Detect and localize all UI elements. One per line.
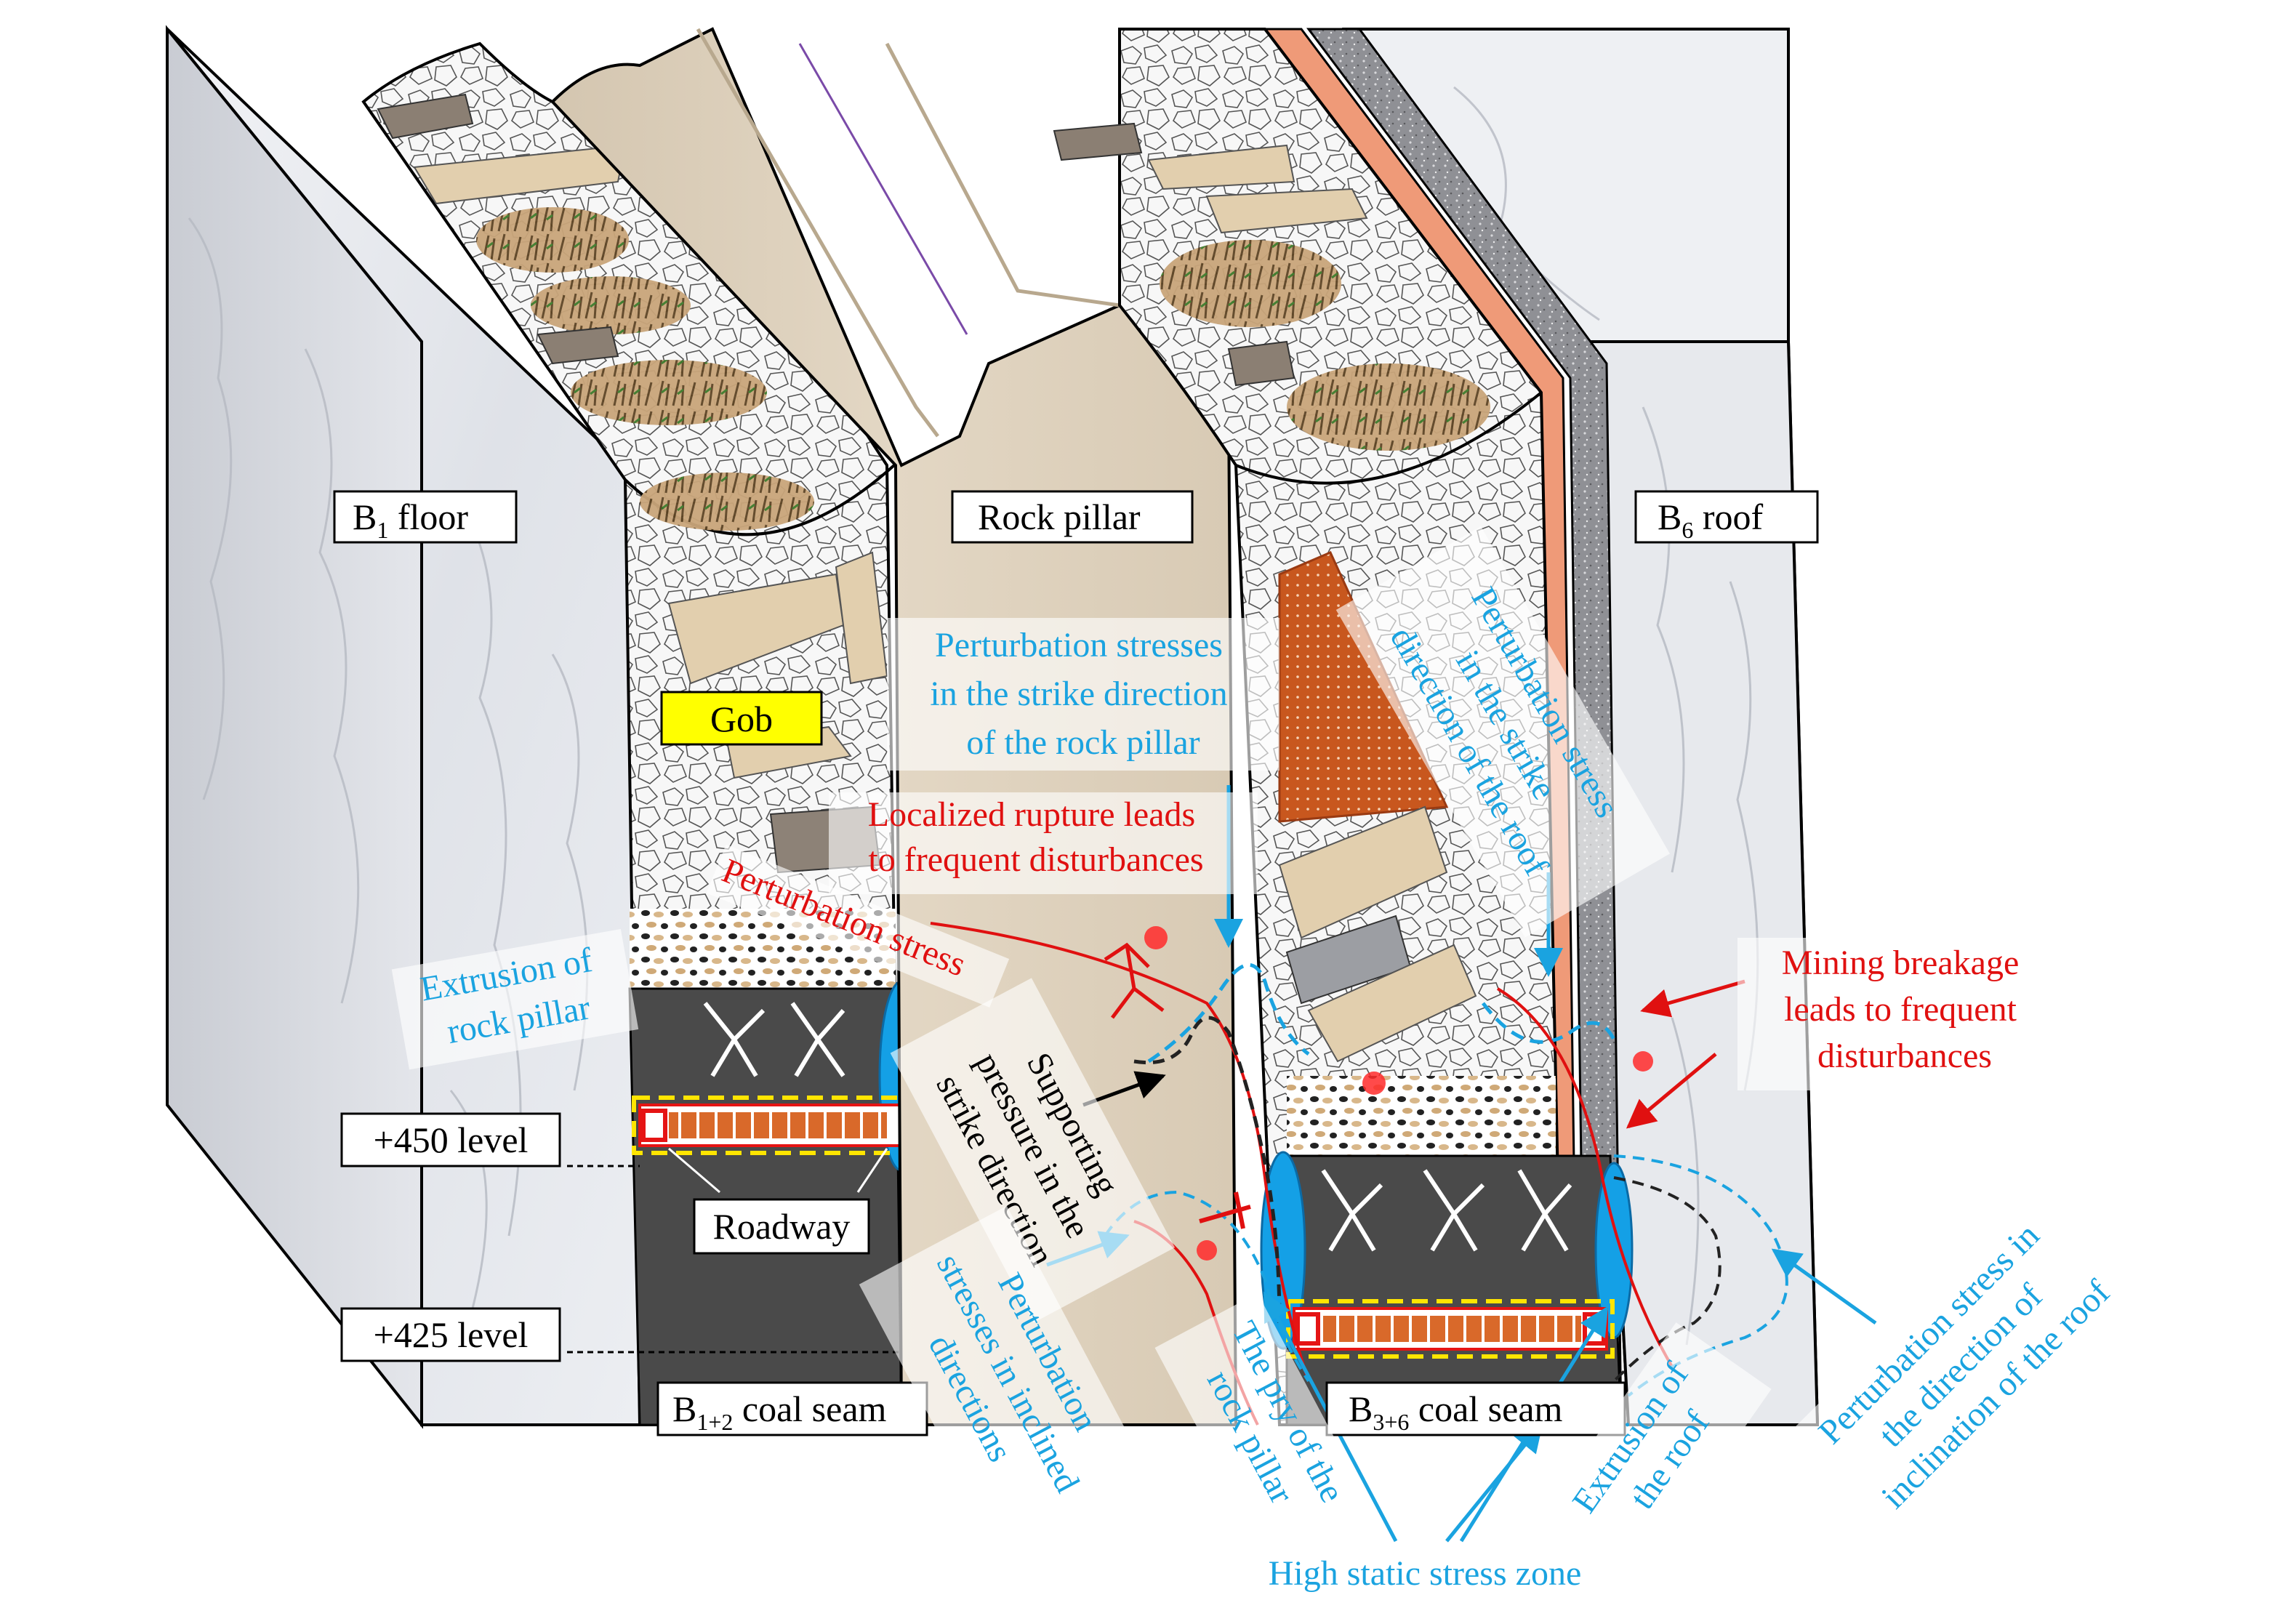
label-box-roadway xyxy=(693,1198,870,1255)
rock-slab xyxy=(537,326,619,365)
label-box-seam-b36 xyxy=(1325,1381,1626,1436)
label-gob: Gob xyxy=(710,699,773,739)
soil-clump xyxy=(531,276,691,334)
arrow-inclination-roof xyxy=(1771,1248,1877,1325)
soil-clump xyxy=(476,207,629,273)
rock-slab xyxy=(1053,122,1143,161)
label-b1-floor: B1 floor xyxy=(353,497,468,543)
label-roadway: Roadway xyxy=(713,1206,851,1247)
stress-curve-supporting xyxy=(1133,1016,1282,1324)
stress-curve-inclined xyxy=(1104,1190,1310,1383)
rock-slab xyxy=(377,93,474,140)
roadway-dashed-box-right xyxy=(1286,1299,1615,1359)
arrow-mining-1 xyxy=(1640,979,1745,1018)
label-level-425: +425 level xyxy=(374,1314,529,1355)
rock-slab xyxy=(1227,340,1295,387)
annotation-localized-rupture: Localized rupture leads to frequent dist… xyxy=(868,795,1204,879)
label-box-b6-roof xyxy=(1634,490,1819,544)
left-floor-side-face xyxy=(166,25,423,1429)
rock-slab xyxy=(413,144,627,205)
marble-veins-left xyxy=(188,217,589,1309)
label-seam-b12: B1+2 coal seam xyxy=(672,1388,887,1435)
stress-curve-red-3 xyxy=(1496,987,1674,1368)
leader-roadway-2 xyxy=(856,1148,888,1193)
label-box-level-425 xyxy=(340,1307,561,1362)
soil-clump xyxy=(1287,363,1490,451)
pane-localized-rupture xyxy=(829,792,1258,894)
arrow-supporting xyxy=(1082,1071,1166,1107)
rupture-burst xyxy=(1362,1072,1386,1095)
label-level-450: +450 level xyxy=(374,1119,529,1160)
label-box-gob xyxy=(660,691,823,746)
stress-curve-strike-pillar xyxy=(1147,962,1310,1064)
arrow-high-static-2 xyxy=(1445,1422,1543,1543)
rupture-burst xyxy=(1633,1051,1653,1072)
pane-mining-breakage xyxy=(1737,938,2072,1090)
soil-clump xyxy=(1160,240,1341,327)
pane-strike-pillar xyxy=(887,618,1279,771)
stress-curve-red-1 xyxy=(930,922,1310,1382)
label-b6-roof: B6 roof xyxy=(1658,497,1764,543)
rupture-crack xyxy=(1104,942,1165,1019)
leader-roadway-1 xyxy=(668,1147,720,1194)
rupture-burst xyxy=(1144,926,1168,949)
arrow-mining-2 xyxy=(1626,1053,1717,1129)
label-box-b1-floor xyxy=(333,490,518,544)
soil-clump xyxy=(571,360,767,425)
soil-clump xyxy=(640,473,814,531)
stress-curve-roof-black xyxy=(1612,1176,1721,1383)
annotation-mining-breakage: Mining breakage leads to frequent distur… xyxy=(1782,944,2028,1075)
rupture-burst xyxy=(1197,1240,1217,1261)
annotation-strike-pillar: Perturbation stresses in the strike dire… xyxy=(930,626,1236,762)
label-rock-pillar: Rock pillar xyxy=(978,497,1141,537)
label-box-level-450 xyxy=(340,1112,561,1167)
annotation-high-static: High static stress zone xyxy=(1269,1554,1582,1593)
rock-slab xyxy=(1205,188,1368,234)
rock-slab xyxy=(1278,805,1448,939)
label-seam-b36: B3+6 coal seam xyxy=(1349,1388,1563,1435)
label-box-seam-b12 xyxy=(656,1381,928,1436)
rock-slab xyxy=(1147,144,1295,190)
pry-mark xyxy=(1199,1191,1251,1229)
pebble-band xyxy=(1287,1076,1556,1156)
rock-slab xyxy=(1307,944,1477,1063)
label-box-rock-pillar xyxy=(951,490,1194,544)
